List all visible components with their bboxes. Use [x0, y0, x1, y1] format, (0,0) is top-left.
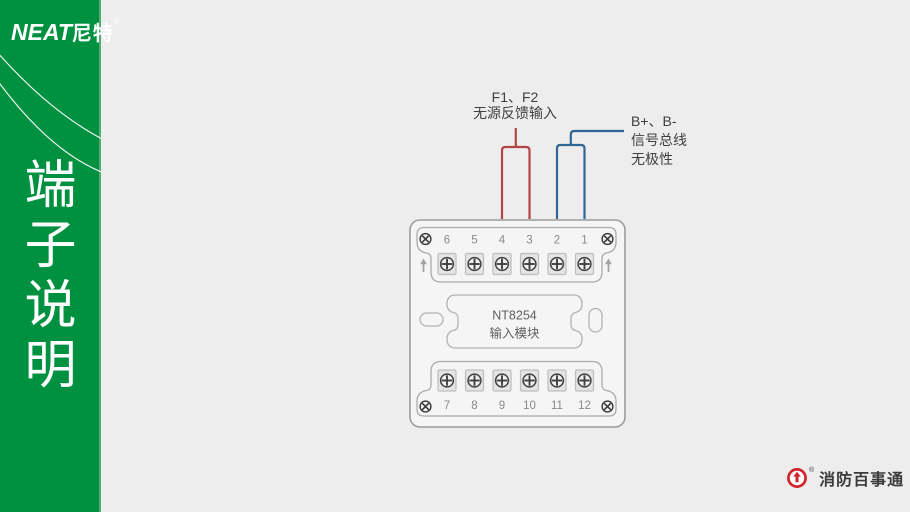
terminal-number: 9 [499, 400, 505, 412]
corner-screw-icon [419, 232, 432, 246]
terminal-number: 2 [554, 234, 560, 246]
terminal-number: 1 [581, 234, 587, 246]
feedback-label-line2: 无源反馈输入 [473, 105, 557, 121]
title-char: 端 [24, 157, 77, 215]
sidebar: NEAT尼特® 端 子 说 明 [0, 0, 120, 512]
bottom-terminal-block: 7 8 9 10 11 12 [416, 360, 617, 417]
terminal-number: 6 [444, 234, 450, 246]
screw-terminal-icon [437, 252, 457, 276]
bus-label-line3: 无极性 [631, 151, 673, 167]
top-terminal-block: 6 5 4 3 2 1 [416, 226, 617, 283]
feedback-wire-label: F1、F2 无源反馈输入 [415, 89, 615, 121]
neat-logo-latin: NEAT [11, 19, 72, 45]
title-char: 明 [24, 337, 77, 395]
terminal-number: 4 [499, 234, 506, 246]
fire-brand-icon [787, 467, 807, 488]
bus-label-line2: 信号总线 [631, 132, 687, 148]
title-char: 子 [24, 217, 77, 275]
screw-terminal-icon [492, 252, 512, 276]
terminal-number: 7 [444, 400, 450, 412]
footer-brand: ® 消防百事通 [786, 466, 904, 489]
screw-terminal-icon [547, 369, 567, 392]
bus-label-line1: B+、B- [631, 113, 677, 129]
page-title-vertical: 端 子 说 明 [0, 156, 101, 396]
left-pill-cutout [419, 312, 444, 327]
corner-screw-icon [601, 232, 614, 246]
terminal-number: 11 [551, 400, 563, 412]
screw-terminal-icon [547, 252, 567, 276]
sidebar-arc-decoration [0, 54, 101, 173]
screw-terminal-icon [492, 369, 512, 392]
module-nameplate: NT8254 输入模块 [419, 294, 603, 349]
right-pill-cutout [588, 307, 603, 333]
bus-wire-label: B+、B- 信号总线 无极性 [631, 112, 687, 169]
bottom-terminal-numbers: 7 8 9 10 11 12 [444, 400, 591, 412]
neat-logo-cjk: 尼特 [71, 23, 114, 45]
terminal-number: 8 [471, 400, 477, 412]
corner-screw-icon [419, 400, 432, 413]
title-char: 说 [24, 277, 77, 335]
feedback-wires-red [500, 128, 531, 219]
neat-logo: NEAT尼特® [11, 17, 120, 46]
screw-terminal-icon [519, 369, 540, 392]
corner-screw-icon [601, 400, 614, 413]
module-name: 输入模块 [489, 326, 540, 341]
screw-terminal-icon [437, 369, 457, 392]
terminal-number: 5 [471, 234, 477, 246]
footer-brand-text: 消防百事通 [819, 471, 905, 489]
terminal-number: 3 [526, 234, 532, 246]
terminal-number: 10 [523, 400, 536, 412]
screw-terminal-icon [574, 252, 595, 276]
brand-registered-mark: ® [809, 467, 815, 474]
terminal-number: 12 [578, 400, 591, 412]
module-model: NT8254 [492, 309, 537, 323]
screw-terminal-icon [519, 252, 540, 276]
feedback-label-line1: F1、F2 [491, 89, 539, 105]
neat-logo-registered-mark: ® [113, 17, 120, 26]
top-terminal-numbers: 6 5 4 3 2 1 [444, 234, 588, 246]
screw-terminal-icon [464, 369, 485, 392]
screw-terminal-icon [574, 369, 595, 392]
bus-wires-blue [555, 129, 624, 219]
screw-terminal-icon [464, 252, 485, 276]
